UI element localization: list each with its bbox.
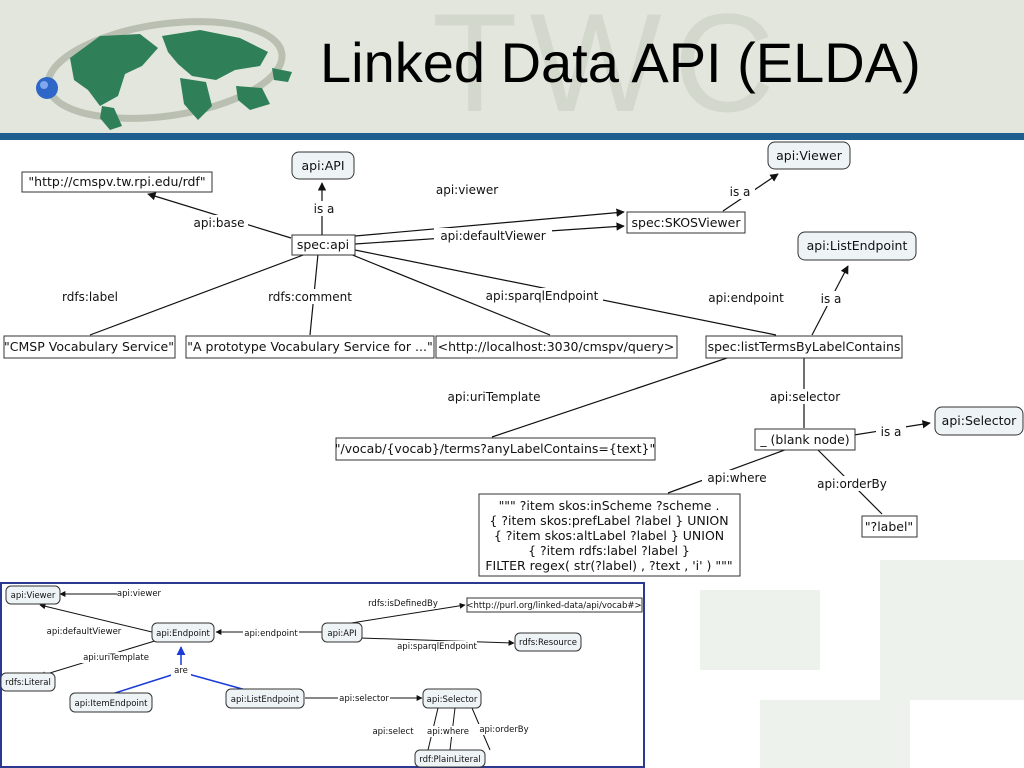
node-api-selector: api:Selector <box>942 413 1017 428</box>
edge-label-rdfs-comment: rdfs:comment <box>268 290 352 304</box>
inset-node-api-endpoint: api:Endpoint <box>156 629 210 639</box>
node-uri-template-value: "/vocab/{vocab}/terms?anyLabelContains={… <box>335 441 655 456</box>
page-title: Linked Data API (ELDA) <box>320 31 921 94</box>
node-api-api: api:API <box>301 158 344 173</box>
main-edge-labels: is a api:base api:viewer is a api:defaul… <box>55 182 906 491</box>
inset-edge-api-where: api:where <box>427 727 469 737</box>
node-api-viewer: api:Viewer <box>776 148 843 163</box>
inset-edge-api-orderby: api:orderBy <box>479 725 528 735</box>
edge-label-api-endpoint: api:endpoint <box>708 291 784 305</box>
slide-header: TWC Linked Data API (ELDA) <box>0 0 1024 133</box>
edge-label-api-uritemplate: api:uriTemplate <box>448 390 541 404</box>
edge-label-isa: is a <box>314 202 335 216</box>
node-spec-skosviewer: spec:SKOSViewer <box>632 215 742 230</box>
node-spec-listterms: spec:listTermsByLabelContains <box>708 339 901 354</box>
background-decoration <box>700 560 1024 768</box>
inset-vocabulary-diagram: api:viewer api:defaultViewer api:uriTemp… <box>0 582 645 768</box>
inset-node-api-api: api:API <box>327 629 356 639</box>
node-sparql-url: <http://localhost:3030/cmspv/query> <box>438 339 675 354</box>
edge-label-api-orderby: api:orderBy <box>817 477 887 491</box>
edge-label-isa: is a <box>730 185 751 199</box>
main-nodes: api:API api:Viewer "http://cmspv.tw.rpi.… <box>3 141 1024 577</box>
inset-node-rdf-plainliteral: rdf:PlainLiteral <box>419 755 480 765</box>
globe-logo-icon <box>36 18 292 130</box>
inset-edge-api-endpoint: api:endpoint <box>244 629 298 639</box>
inset-edge-api-select: api:select <box>372 727 414 737</box>
node-blank-node: _ (blank node) <box>759 432 849 447</box>
edge-label-api-where: api:where <box>707 471 766 485</box>
edge-label-api-viewer: api:viewer <box>436 183 498 197</box>
where-line-2: { ?item skos:prefLabel ?label } UNION <box>489 513 728 528</box>
header-divider-bar <box>0 133 1024 140</box>
inset-node-rdfs-resource: rdfs:Resource <box>519 638 577 648</box>
inset-edge-api-sparqlendpoint: api:sparqlEndpoint <box>397 642 477 652</box>
inset-edge-are: are <box>174 666 188 676</box>
where-line-3: { ?item skos:altLabel ?label } UNION <box>494 528 724 543</box>
edge-label-api-base: api:base <box>194 216 245 230</box>
edge-label-isa: is a <box>881 425 902 439</box>
where-line-5: FILTER regex( str(?label) , ?text , 'i' … <box>485 558 732 573</box>
inset-node-vocab-url: <http://purl.org/linked-data/api/vocab#> <box>466 601 641 611</box>
node-spec-api: spec:api <box>297 237 349 252</box>
inset-edge-api-uritemplate: api:uriTemplate <box>83 653 149 663</box>
node-cmsp-label: "CMSP Vocabulary Service" <box>4 339 174 354</box>
inset-edge-api-defaultviewer: api:defaultViewer <box>47 627 122 637</box>
edge-label-api-defaultviewer: api:defaultViewer <box>440 229 545 243</box>
edge-label-rdfs-label: rdfs:label <box>62 290 118 304</box>
inset-node-rdfs-literal: rdfs:Literal <box>5 678 51 688</box>
where-line-4: { ?item rdfs:label ?label } <box>528 543 690 558</box>
twc-watermark: TWC <box>432 0 787 133</box>
edge-label-api-sparqlendpoint: api:sparqlEndpoint <box>486 289 599 303</box>
inset-edge-api-selector: api:selector <box>339 694 389 704</box>
node-api-listendpoint: api:ListEndpoint <box>807 238 908 253</box>
inset-node-api-listendpoint: api:ListEndpoint <box>231 695 300 705</box>
inset-node-api-itemendpoint: api:ItemEndpoint <box>74 699 148 709</box>
edge-label-api-selector: api:selector <box>770 390 840 404</box>
inset-edge-api-viewer: api:viewer <box>117 589 162 599</box>
inset-node-api-viewer: api:Viewer <box>11 591 56 601</box>
edge-label-isa: is a <box>821 292 842 306</box>
node-comment-value: "A prototype Vocabulary Service for ..." <box>187 339 432 354</box>
node-orderby-value: "?label" <box>865 519 913 534</box>
where-line-1: """ ?item skos:inScheme ?scheme . <box>499 498 720 513</box>
inset-edge-rdfs-isdefinedby: rdfs:isDefinedBy <box>368 599 438 609</box>
node-base-url: "http://cmspv.tw.rpi.edu/rdf" <box>28 174 205 189</box>
inset-node-api-selector: api:Selector <box>427 695 478 705</box>
